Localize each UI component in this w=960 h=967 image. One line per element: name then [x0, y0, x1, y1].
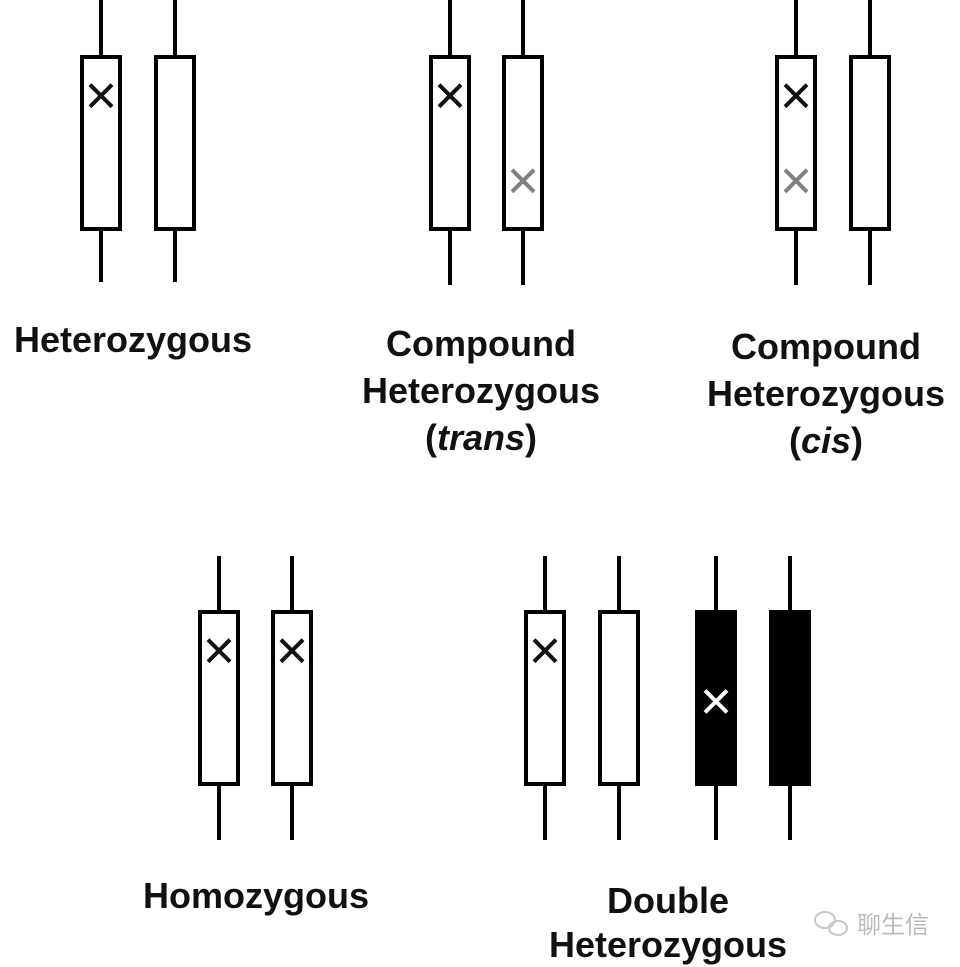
mutation-x-icon: [510, 168, 536, 194]
mutation-x-icon: [532, 638, 558, 664]
label-double-line2: Heterozygous: [549, 924, 787, 965]
mutation-x-icon: [437, 83, 463, 109]
label-compound-cis-line3: (cis): [789, 420, 863, 461]
chromosome-body: [775, 55, 817, 231]
chromosome: [80, 0, 122, 282]
chromosome: [769, 556, 811, 840]
chromosome-body: [429, 55, 471, 231]
panel-compound-trans: [429, 0, 544, 285]
mutation-x-icon: [206, 638, 232, 664]
label-homozygous: Homozygous: [143, 875, 369, 916]
chromosome-body: [695, 610, 737, 786]
chromosome: [524, 556, 566, 840]
wechat-icon: [814, 911, 848, 936]
watermark: 聊生信: [814, 911, 929, 939]
chromosome: [849, 0, 891, 285]
panel-compound-cis: [775, 0, 891, 285]
mutation-x-icon: [703, 689, 729, 714]
chromosome: [429, 0, 471, 285]
chromosome-body: [524, 610, 566, 786]
panel-homozygous: [198, 556, 313, 840]
chromosome-body: [271, 610, 313, 786]
chromosome-body: [80, 55, 122, 231]
label-compound-cis-line1: Compound: [731, 326, 921, 367]
chromosome: [775, 0, 817, 285]
mutation-x-icon: [783, 168, 809, 194]
panel-double-heterozygous: [524, 556, 811, 840]
mutation-x-icon: [783, 83, 809, 109]
chromosome: [198, 556, 240, 840]
chromosome-body: [502, 55, 544, 231]
label-compound-trans-line1: Compound: [386, 323, 576, 364]
chromosome: [695, 556, 737, 840]
label-compound-cis-line2: Heterozygous: [707, 373, 945, 414]
label-heterozygous: Heterozygous: [14, 319, 252, 360]
chromosome-body: [154, 55, 196, 231]
chromosome-body: [849, 55, 891, 231]
label-compound-trans-line3: (trans): [425, 417, 537, 458]
panel-heterozygous: [80, 0, 196, 282]
label-double-line1: Double: [607, 880, 729, 921]
label-compound-trans-line2: Heterozygous: [362, 370, 600, 411]
chromosome: [271, 556, 313, 840]
chromosome-body: [198, 610, 240, 786]
chromosome-body: [598, 610, 640, 786]
chromosome: [502, 0, 544, 285]
watermark-text: 聊生信: [857, 911, 929, 939]
chromosome-body: [769, 610, 811, 786]
chromosome: [598, 556, 640, 840]
mutation-x-icon: [279, 638, 305, 664]
mutation-x-icon: [88, 83, 114, 109]
chromosome: [154, 0, 196, 282]
